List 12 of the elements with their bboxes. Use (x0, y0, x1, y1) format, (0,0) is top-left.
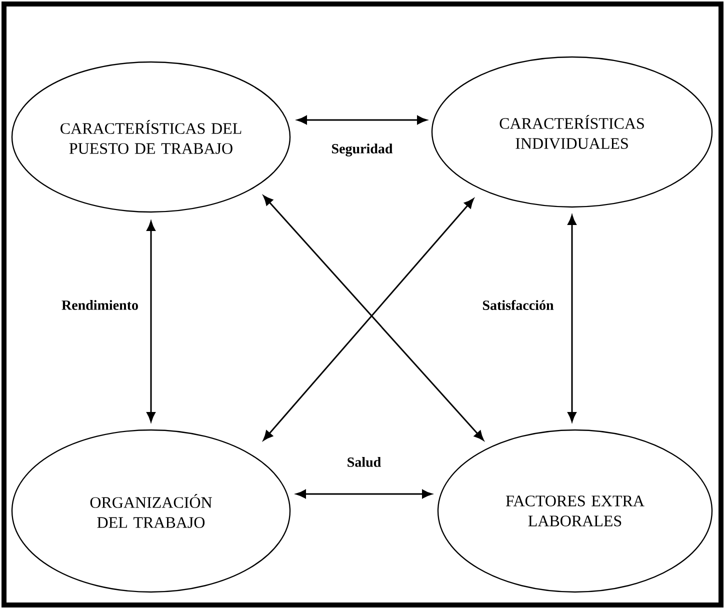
edge-label: Satisfacción (481, 299, 555, 311)
edge-label: Seguridad (330, 142, 394, 158)
double-arrow (568, 215, 576, 422)
double-arrow (296, 490, 432, 498)
double-arrow (297, 116, 427, 124)
double-arrow (146, 221, 156, 422)
ellipse-node: ORGANIZACIÓN DEL TRABAJO (11, 429, 291, 593)
ellipse-node: FACTORES EXTRA LABORALES (437, 429, 713, 593)
ellipse-node: CARACTERÍSTICAS DEL PUESTO DE TRABAJO (11, 61, 291, 213)
edge-label: Salud (346, 456, 382, 468)
ellipse-node: CARACTERÍSTICAS INDIVIDUALES (431, 56, 713, 208)
edge-label: Rendimiento (60, 299, 140, 311)
